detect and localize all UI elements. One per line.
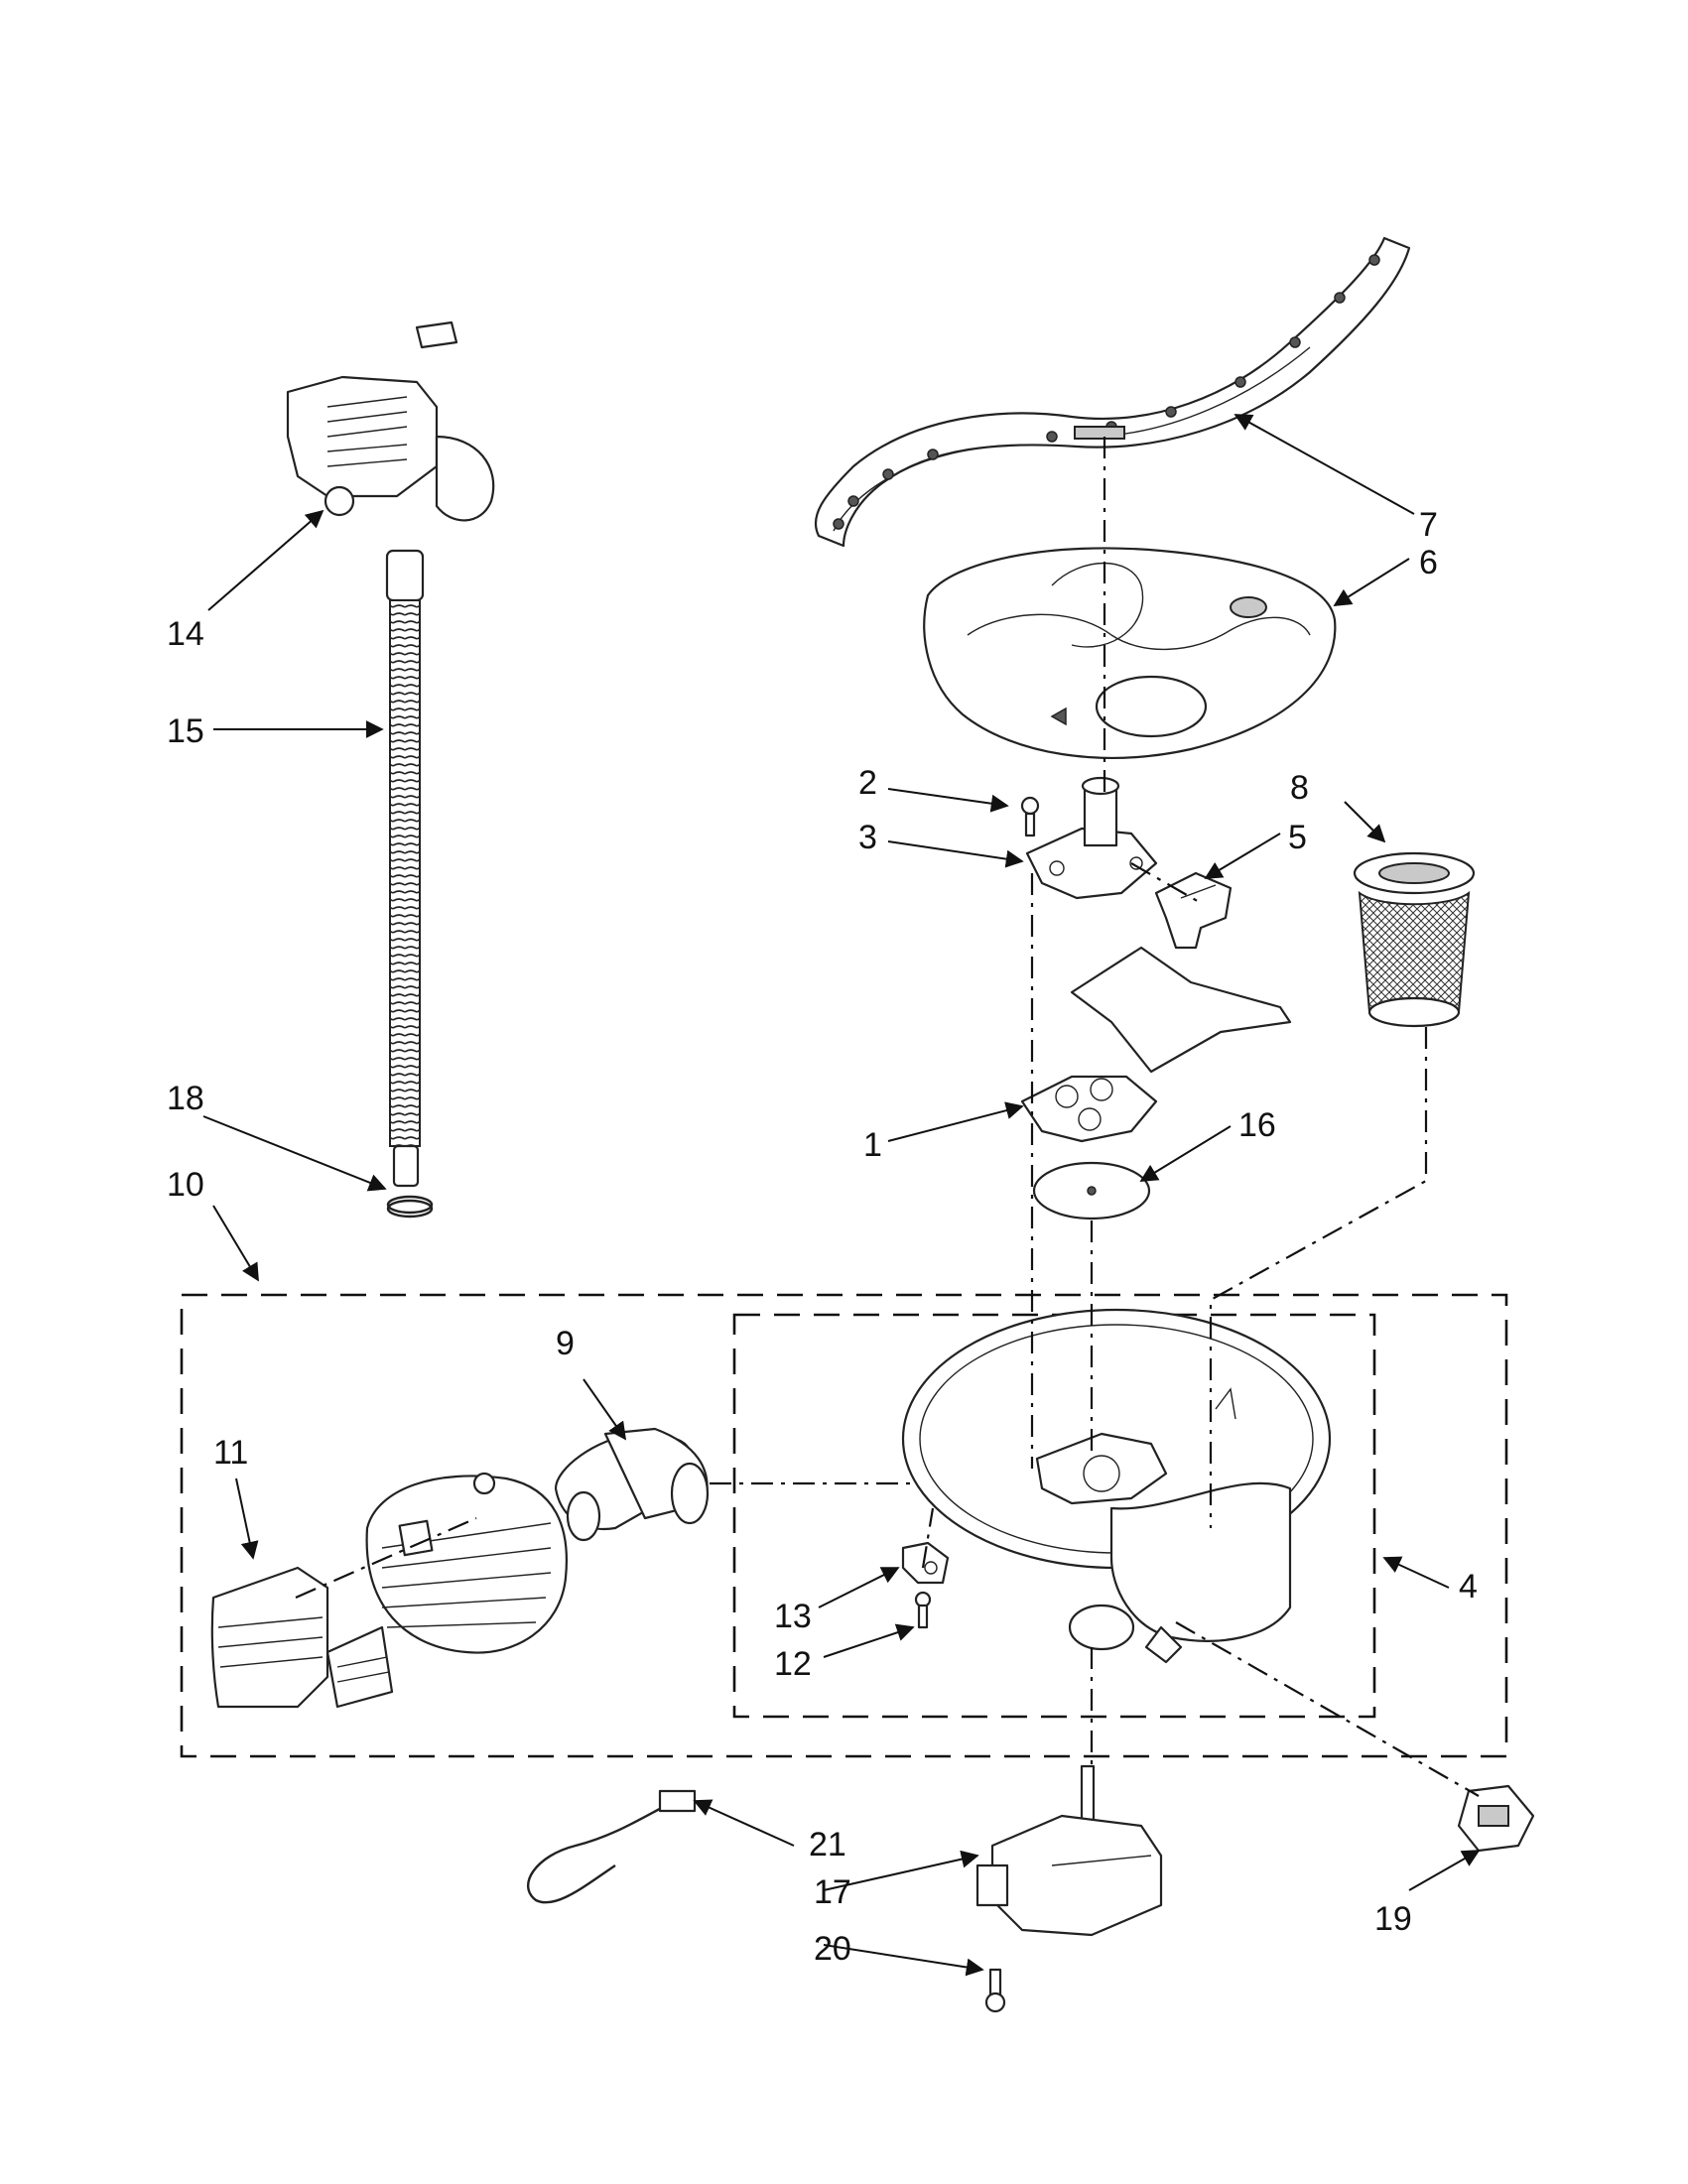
callout-17: 17 [814, 1873, 851, 1911]
lower-spray-arm [814, 236, 1411, 548]
pump-motor [365, 1472, 568, 1654]
callout-7: 7 [1419, 506, 1438, 544]
callout-5: 5 [1288, 819, 1307, 856]
callout-2: 2 [858, 764, 877, 802]
callout-labels: 7 6 2 3 5 8 1 16 9 10 11 13 12 4 14 15 1… [167, 506, 1478, 1968]
callout-4: 4 [1459, 1568, 1478, 1606]
bracket-part-13 [901, 1541, 950, 1585]
callout-16: 16 [1238, 1106, 1276, 1144]
sensor-part-19 [1457, 1784, 1535, 1853]
wire-harness-part-21 [526, 1789, 697, 1904]
diverter-motor-part-17 [975, 1764, 1163, 1937]
hose-connector-part-9 [554, 1427, 710, 1542]
screw-part-20 [984, 1968, 1006, 2013]
callout-20: 20 [814, 1930, 851, 1968]
callout-18: 18 [167, 1080, 204, 1117]
drain-pump-part-14 [286, 321, 495, 522]
motor-cover-part-11 [210, 1566, 394, 1709]
filter-part-8 [1353, 851, 1476, 1028]
leader-lines [202, 414, 1481, 1977]
callout-14: 14 [167, 615, 204, 653]
callout-19: 19 [1374, 1900, 1412, 1938]
manifold-part-3 [1025, 776, 1158, 900]
screw-part-2 [1020, 796, 1040, 837]
callout-1: 1 [863, 1126, 882, 1164]
pump-plate-part-1 [1020, 946, 1292, 1143]
drain-hose-part-15 [385, 549, 425, 1188]
callout-12: 12 [774, 1645, 812, 1683]
assembly-box-outer [180, 1293, 1508, 1758]
callout-10: 10 [167, 1166, 204, 1204]
callout-6: 6 [1419, 544, 1438, 581]
callout-3: 3 [858, 819, 877, 856]
sump-part-4 [901, 1308, 1332, 1664]
disc-part-16 [1032, 1161, 1151, 1220]
hose-clamp-part-18 [386, 1195, 434, 1219]
callout-15: 15 [167, 712, 204, 750]
callout-8: 8 [1290, 769, 1309, 807]
callout-9: 9 [556, 1325, 575, 1362]
callout-11: 11 [213, 1434, 248, 1472]
alignment-lines [295, 437, 1480, 1797]
callout-13: 13 [774, 1598, 812, 1635]
callout-21: 21 [809, 1826, 846, 1863]
filter-cover-shield [923, 547, 1337, 759]
screw-part-12 [914, 1591, 932, 1629]
